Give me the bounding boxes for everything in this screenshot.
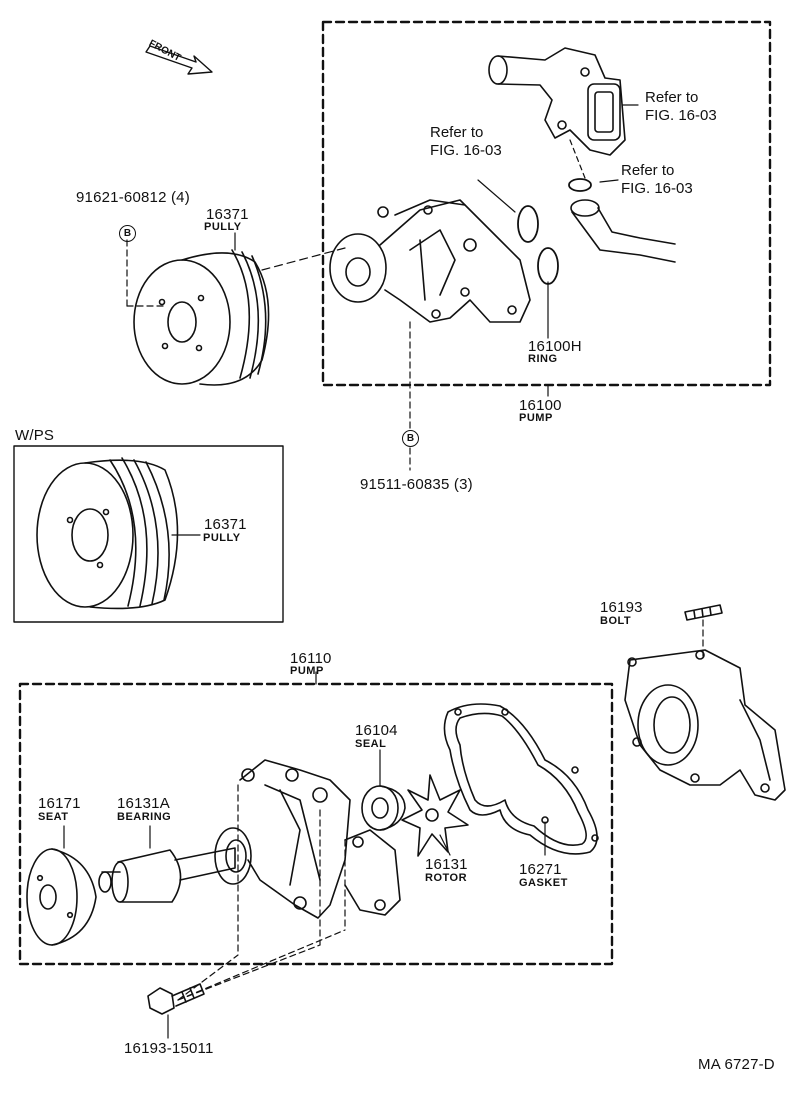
- lower-pump-name: PUMP: [290, 665, 324, 677]
- o-ring-left: [518, 206, 538, 242]
- stud-bolt-part-number: 16193: [600, 599, 643, 616]
- refer-left-line1: Refer to: [430, 124, 484, 141]
- refer-top-line1: Refer to: [645, 89, 699, 106]
- lower-assembly-boundary: [20, 684, 612, 964]
- wps-title: W/PS: [15, 427, 55, 444]
- rotor-part-number: 16131: [425, 856, 468, 873]
- gasket-part-number: 16271: [519, 861, 562, 878]
- wps-box: [14, 446, 283, 622]
- water-pump-upper: [330, 200, 530, 322]
- seat-name: SEAT: [38, 811, 69, 823]
- inlet-pipe: [571, 200, 675, 262]
- bottom-bolt-part-number: 16193-15011: [124, 1040, 214, 1057]
- figure-code: MA 6727-D: [698, 1056, 775, 1073]
- flange-bolt: [148, 984, 204, 1014]
- gasket: [444, 704, 598, 855]
- pump-housing-cover: [625, 650, 785, 800]
- gasket-name: GASKET: [519, 877, 568, 889]
- pulley-wps: [37, 458, 200, 608]
- seal-name: SEAL: [355, 738, 387, 750]
- pump-assy-name: PUMP: [519, 412, 553, 424]
- lower-leader-lines: [168, 785, 345, 1038]
- refer-left-line2: FIG. 16-03: [430, 142, 502, 159]
- pump-assy-part-number: 16100: [519, 397, 562, 414]
- water-inlet-fitting: [489, 48, 625, 155]
- o-ring-ring: [538, 248, 558, 284]
- seal: [362, 750, 405, 830]
- rotor-name: ROTOR: [425, 872, 468, 884]
- bolt-pulley-part-number: 91621-60812 (4): [76, 189, 190, 206]
- refer-right-line2: FIG. 16-03: [621, 180, 693, 197]
- ring-part-number: 16100H: [528, 338, 582, 355]
- stud-bolt-name: BOLT: [600, 615, 632, 627]
- ring-name: RING: [528, 353, 558, 365]
- seat-part-number: 16171: [38, 795, 81, 812]
- bolt-pump-part-number: 91511-60835 (3): [360, 476, 473, 493]
- bearing: [99, 826, 235, 902]
- rotor: [402, 775, 468, 856]
- bolt-marker-b-upper: B: [119, 225, 136, 242]
- seat: [27, 826, 96, 945]
- upper-leader-lines: [127, 105, 638, 470]
- bolt-marker-b-lower: B: [402, 430, 419, 447]
- seal-part-number: 16104: [355, 722, 398, 739]
- refer-top-line2: FIG. 16-03: [645, 107, 717, 124]
- front-arrow-icon: [146, 46, 212, 74]
- pulley-upper-name: PULLY: [204, 221, 242, 233]
- pulley-upper-part-number: 16371: [206, 206, 249, 223]
- pump-body-lower: [215, 760, 400, 918]
- pulley-wps-part-number: 16371: [204, 516, 247, 533]
- upper-assembly-boundary: [323, 22, 770, 385]
- o-ring-small: [569, 179, 591, 191]
- bearing-part-number: 16131A: [117, 795, 170, 812]
- refer-right-line1: Refer to: [621, 162, 675, 179]
- pulley-upper: [134, 250, 269, 385]
- pulley-wps-name: PULLY: [203, 532, 241, 544]
- lower-pump-part-number: 16110: [290, 650, 332, 667]
- bearing-name: BEARING: [117, 811, 172, 823]
